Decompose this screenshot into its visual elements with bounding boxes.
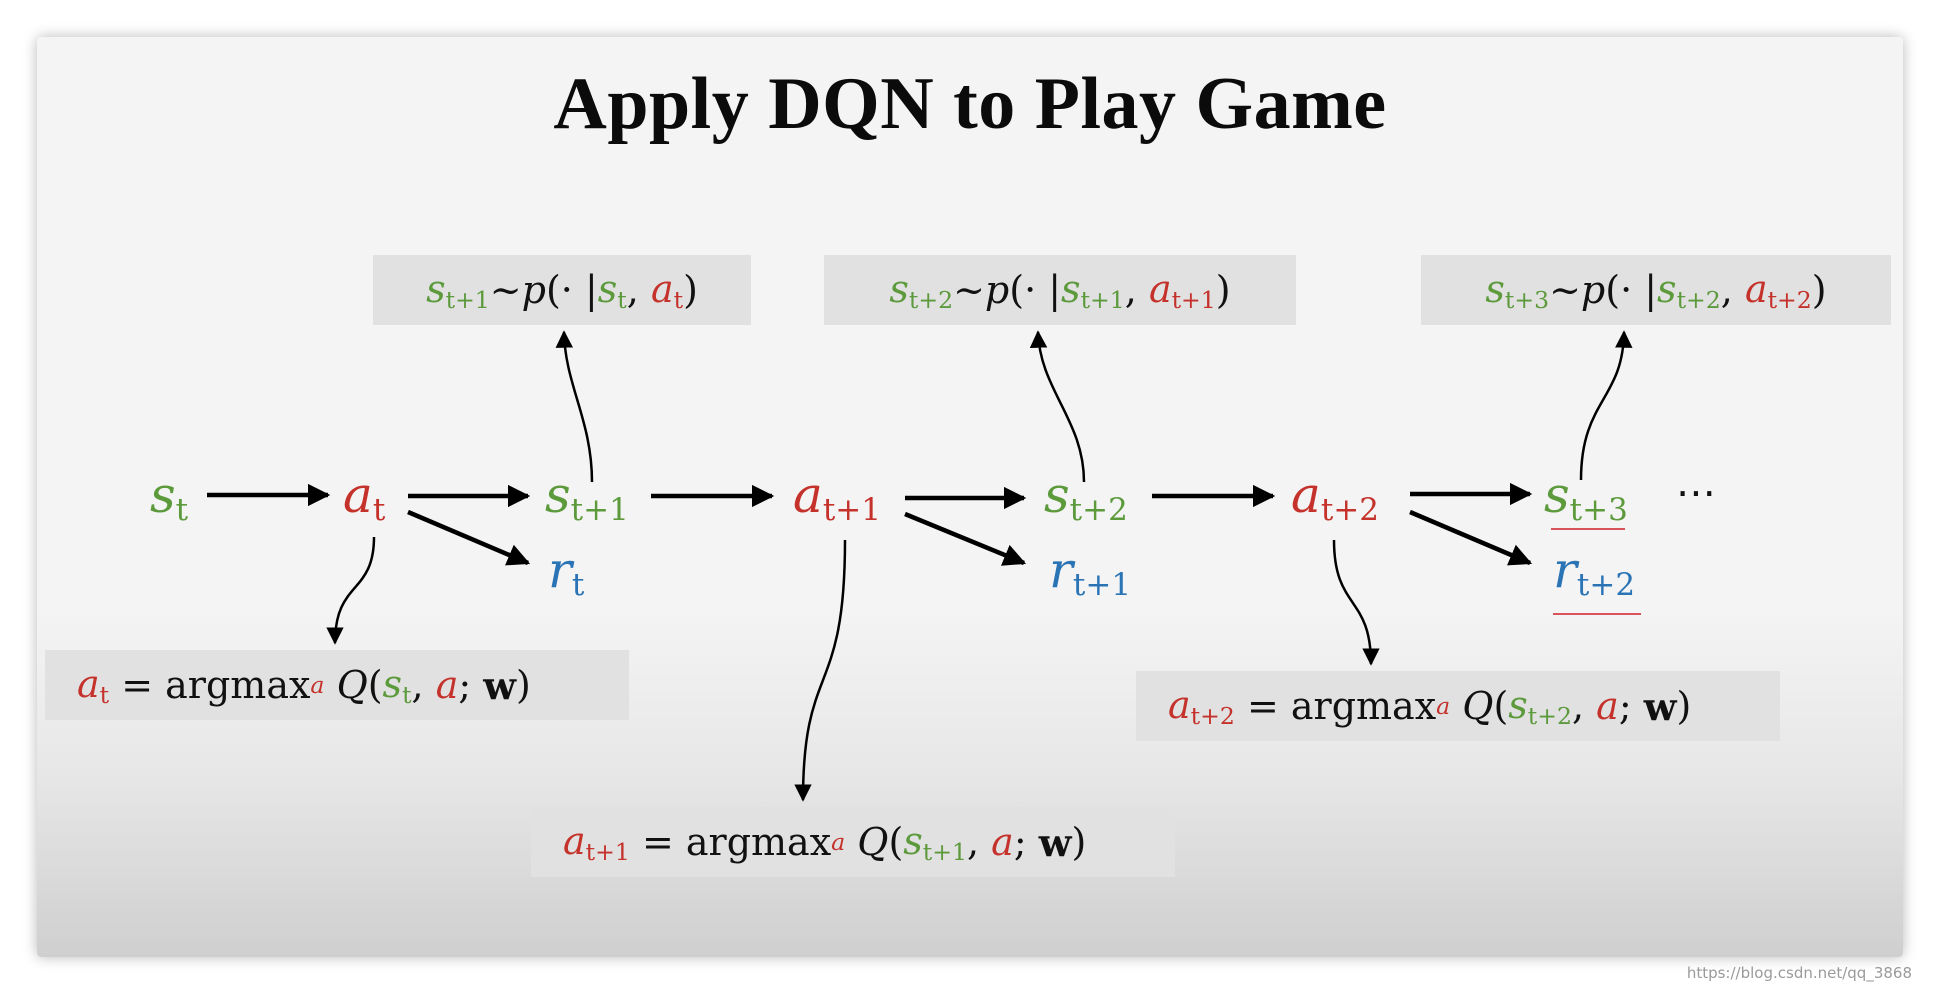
node-a-t: at xyxy=(343,466,386,528)
arrow-at-to-rt xyxy=(407,509,531,566)
given-action: at xyxy=(650,266,684,314)
given-state: st+2 xyxy=(1657,266,1721,314)
transition-box-1: st+1~p(· |st, at) xyxy=(373,255,751,325)
node-a-t2: at+2 xyxy=(1291,466,1379,528)
arrow-at2-to-rt2 xyxy=(1409,509,1533,566)
arrow-st3-to-transition-3 xyxy=(1579,330,1633,481)
arrow-st1-to-transition-1 xyxy=(555,330,594,483)
next-state: st+2 xyxy=(889,266,954,314)
slide-title: Apply DQN to Play Game xyxy=(553,63,1387,145)
node-r-t2: rt+2 xyxy=(1553,541,1636,603)
node-s-t1: st+1 xyxy=(545,466,629,528)
policy-action: at+1 xyxy=(563,818,630,866)
transition-box-3: st+3~p(· |st+2, at+2) xyxy=(1421,255,1891,325)
node-s-t: st xyxy=(150,466,189,528)
arrow-at2-to-policy-3 xyxy=(1332,539,1380,666)
next-state: st+1 xyxy=(426,266,490,314)
arrow-at1-to-policy-2 xyxy=(794,539,847,802)
given-state: st xyxy=(597,266,627,314)
annotation-underline-r-t2 xyxy=(1553,613,1641,615)
ellipsis: ⋯ xyxy=(1676,470,1716,516)
annotation-underline-s-t3 xyxy=(1551,528,1625,530)
given-state: st+1 xyxy=(1061,266,1125,314)
arrow-at-to-policy-1 xyxy=(326,536,376,645)
watermark: https://blog.csdn.net/qq_3868 xyxy=(1686,964,1912,982)
transition-box-2: st+2~p(· |st+1, at+1) xyxy=(824,255,1296,325)
given-action: at+1 xyxy=(1148,266,1216,314)
node-s-t2: st+2 xyxy=(1044,466,1128,528)
policy-state: st+1 xyxy=(903,818,967,866)
next-state: st+3 xyxy=(1485,266,1550,314)
node-s-t3: st+3 xyxy=(1544,466,1628,528)
given-action: at+2 xyxy=(1744,266,1812,314)
arrow-st2-to-transition-2 xyxy=(1029,330,1086,483)
node-a-t1: at+1 xyxy=(793,466,881,528)
policy-action: at xyxy=(77,661,110,709)
policy-action: at+2 xyxy=(1168,682,1235,730)
node-r-t: rt xyxy=(548,541,585,603)
node-r-t1: rt+1 xyxy=(1049,541,1132,603)
arrow-at1-to-rt1 xyxy=(904,511,1027,566)
policy-state: st xyxy=(382,661,412,709)
policy-state: st+2 xyxy=(1508,682,1572,730)
